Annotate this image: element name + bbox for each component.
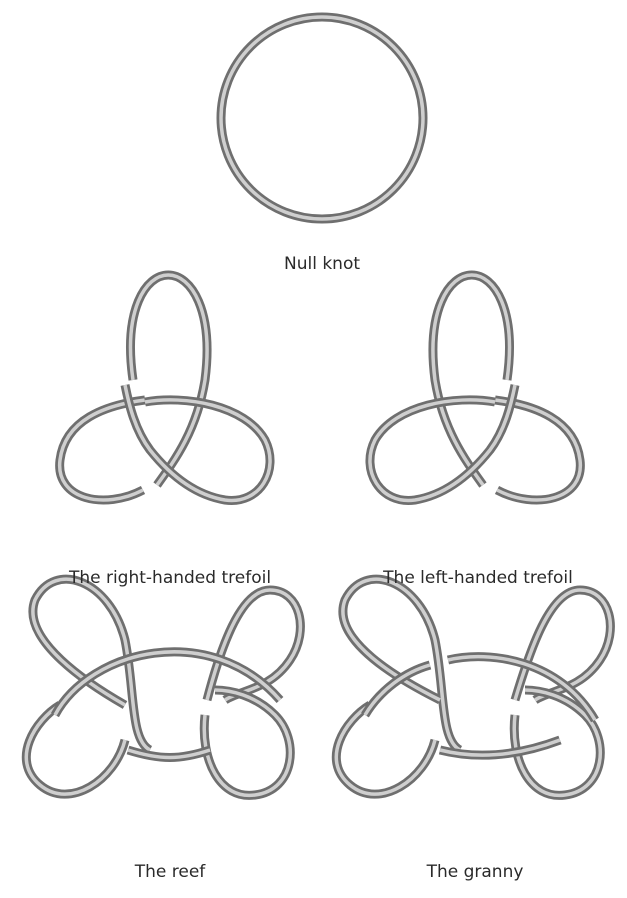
granny-knot [336, 579, 610, 795]
null-knot [221, 17, 423, 219]
null-knot-label: Null knot [222, 254, 422, 274]
left-handed-trefoil [370, 275, 580, 500]
reef-knot [26, 579, 300, 795]
right-handed-trefoil-label: The right-handed trefoil [50, 568, 290, 588]
right-handed-trefoil [60, 275, 270, 500]
granny-label: The granny [395, 862, 555, 882]
reef-label: The reef [90, 862, 250, 882]
left-handed-trefoil-label: The left-handed trefoil [358, 568, 598, 588]
